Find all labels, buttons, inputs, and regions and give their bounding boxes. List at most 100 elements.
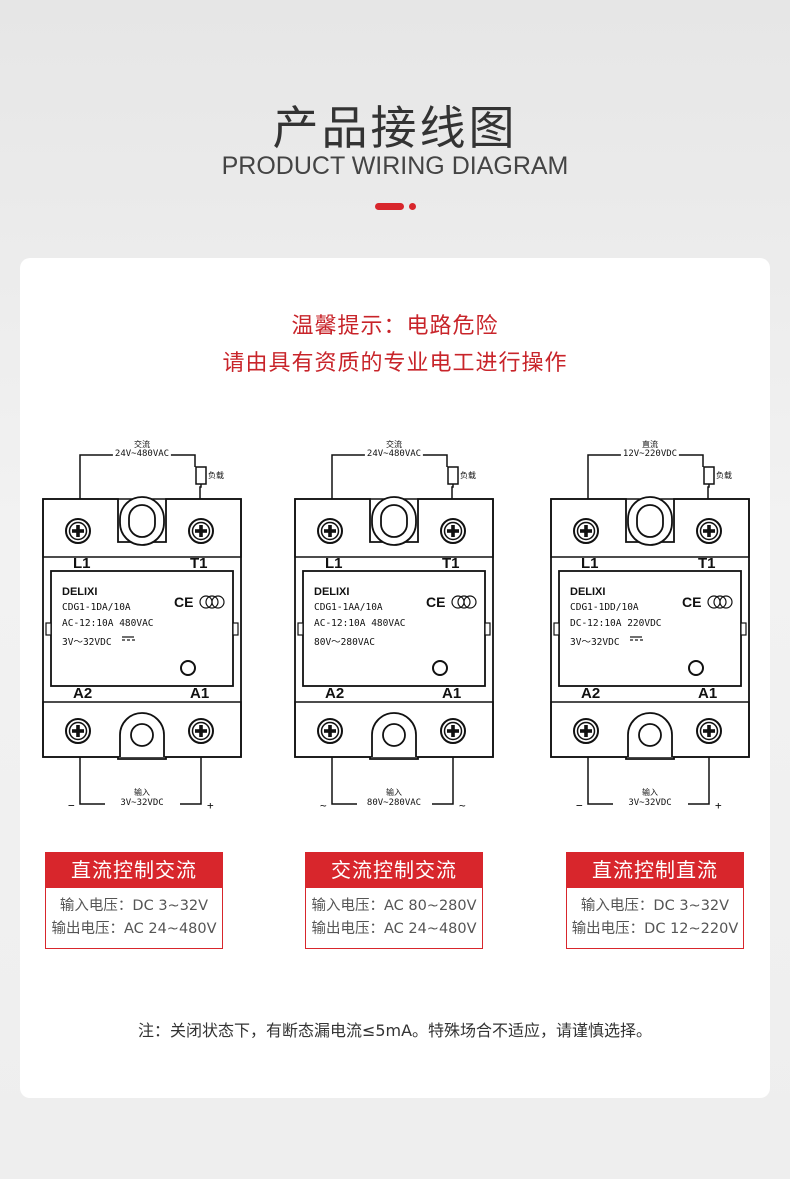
screw-terminal-icon xyxy=(317,718,343,744)
output-wire-top xyxy=(331,454,448,499)
ce-mark: CE xyxy=(682,594,702,610)
output-wire-top xyxy=(587,454,704,499)
indicator-led-icon xyxy=(180,660,196,676)
screw-terminal-icon xyxy=(188,718,214,744)
relay-wiring-svg xyxy=(294,454,494,805)
model-text: CDG1-1AA/10A xyxy=(314,602,383,613)
spec-output-voltage: 输出电压：AC 24~480V xyxy=(311,921,477,937)
screw-terminal-icon xyxy=(573,518,599,544)
input-voltage-label: 3V~32VDC xyxy=(118,798,166,808)
relay-face-panel xyxy=(558,570,742,687)
terminal-a2: A2 xyxy=(73,685,93,702)
control-voltage-text: 3V～32VDC xyxy=(62,637,112,648)
terminal-t1: T1 xyxy=(190,555,208,572)
screw-terminal-icon xyxy=(440,518,466,544)
input-negative-label: − xyxy=(68,799,75,812)
terminal-t1: T1 xyxy=(698,555,716,572)
wiring-diagram-dc-ac: 交流 24V~480VAC 负载 L1 T1 A2 A1 DELIXI CE C… xyxy=(40,437,250,817)
spec-tag-body: 输入电压：DC 3~32V 输出电压：DC 12~220V xyxy=(566,888,744,949)
terminal-a1: A1 xyxy=(190,685,210,702)
output-voltage-label: 24V~480VAC xyxy=(364,449,424,459)
input-voltage-label: 80V~280VAC xyxy=(364,798,424,808)
spec-tag-title: 交流控制交流 xyxy=(305,852,483,888)
terminal-l1: L1 xyxy=(73,555,91,572)
screw-terminal-icon xyxy=(696,518,722,544)
warning-line-2: 请由具有资质的专业电工进行操作 xyxy=(222,351,568,376)
screw-terminal-icon xyxy=(188,518,214,544)
spec-input-voltage: 输入电压：DC 3~32V xyxy=(59,898,209,914)
input-positive-label: + xyxy=(715,799,722,812)
wiring-diagram-dc-dc: 直流 12V~220VDC 负载 L1 T1 A2 A1 DELIXI CE C… xyxy=(548,437,758,817)
output-type-label: 直流 xyxy=(642,440,658,449)
load-label: 负载 xyxy=(208,471,224,480)
input-negative-label: ~ xyxy=(320,799,327,812)
footnote: 注：关闭状态下，有断态漏电流≤5mA。特殊场合不适应，请谨慎选择。 xyxy=(137,1021,653,1040)
input-positive-label: ~ xyxy=(459,799,466,812)
spec-tag-dc-dc: 直流控制直流 输入电压：DC 3~32V 输出电压：DC 12~220V xyxy=(566,852,744,950)
warning-line-1: 温馨提示：电路危险 xyxy=(291,314,499,339)
input-voltage-label: 3V~32VDC xyxy=(626,798,674,808)
dc-symbol-icon xyxy=(630,636,643,641)
brand-logo: DELIXI xyxy=(570,586,606,598)
spec-tag-body: 输入电压：DC 3~32V 输出电压：AC 24~480V xyxy=(45,888,223,949)
spec-output-voltage: 输出电压：DC 12~220V xyxy=(571,921,739,937)
page-title: 产品接线图 xyxy=(272,101,518,155)
title-decoration xyxy=(375,203,420,211)
input-wire xyxy=(79,757,105,805)
spec-tag-title: 直流控制交流 xyxy=(45,852,223,888)
relay-wiring-svg xyxy=(550,454,750,805)
control-voltage-text: 3V～32VDC xyxy=(570,637,620,648)
model-text: CDG1-1DA/10A xyxy=(62,602,131,613)
load-label: 负载 xyxy=(716,471,732,480)
control-voltage-text: 80V～280VAC xyxy=(314,637,375,648)
spec-tag-body: 输入电压：AC 80~280V 输出电压：AC 24~480V xyxy=(305,888,483,949)
screw-terminal-icon xyxy=(65,718,91,744)
relay-face-panel xyxy=(50,570,234,687)
spec-tag-title: 直流控制直流 xyxy=(566,852,744,888)
input-negative-label: − xyxy=(576,799,583,812)
screw-terminal-icon xyxy=(440,718,466,744)
input-wire xyxy=(331,757,357,805)
terminal-a1: A1 xyxy=(698,685,718,702)
wiring-diagram-ac-ac: 交流 24V~480VAC 负载 L1 T1 A2 A1 DELIXI CE C… xyxy=(292,437,502,817)
ce-mark: CE xyxy=(426,594,446,610)
terminal-l1: L1 xyxy=(581,555,599,572)
spec-input-voltage: 输入电压：AC 80~280V xyxy=(311,898,477,914)
input-positive-label: + xyxy=(207,799,214,812)
terminal-a2: A2 xyxy=(325,685,345,702)
load-label: 负载 xyxy=(460,471,476,480)
output-type-label: 交流 xyxy=(134,440,150,449)
model-text: CDG1-1DD/10A xyxy=(570,602,639,613)
brand-logo: DELIXI xyxy=(62,586,98,598)
indicator-led-icon xyxy=(432,660,448,676)
input-label: 输入 xyxy=(134,788,150,797)
load-icon xyxy=(447,466,459,485)
output-voltage-label: 12V~220VDC xyxy=(620,449,680,459)
relay-face-panel xyxy=(302,570,486,687)
relay-wiring-svg xyxy=(42,454,242,805)
input-label: 输入 xyxy=(386,788,402,797)
load-icon xyxy=(195,466,207,485)
terminal-a2: A2 xyxy=(581,685,601,702)
rating-text: DC-12:10A 220VDC xyxy=(570,618,662,629)
indicator-led-icon xyxy=(688,660,704,676)
page-subtitle: PRODUCT WIRING DIAGRAM xyxy=(221,152,569,180)
screw-terminal-icon xyxy=(317,518,343,544)
spec-output-voltage: 输出电压：AC 24~480V xyxy=(51,921,217,937)
screw-terminal-icon xyxy=(65,518,91,544)
brand-logo: DELIXI xyxy=(314,586,350,598)
output-wire-top xyxy=(79,454,196,499)
output-voltage-label: 24V~480VAC xyxy=(112,449,172,459)
rating-text: AC-12:10A 480VAC xyxy=(62,618,154,629)
rating-text: AC-12:10A 480VAC xyxy=(314,618,406,629)
load-icon xyxy=(703,466,715,485)
screw-terminal-icon xyxy=(573,718,599,744)
input-label: 输入 xyxy=(642,788,658,797)
terminal-a1: A1 xyxy=(442,685,462,702)
ce-mark: CE xyxy=(174,594,194,610)
dc-symbol-icon xyxy=(122,636,135,641)
spec-tag-dc-ac: 直流控制交流 输入电压：DC 3~32V 输出电压：AC 24~480V xyxy=(45,852,223,950)
input-wire xyxy=(587,757,613,805)
terminal-l1: L1 xyxy=(325,555,343,572)
output-type-label: 交流 xyxy=(386,440,402,449)
